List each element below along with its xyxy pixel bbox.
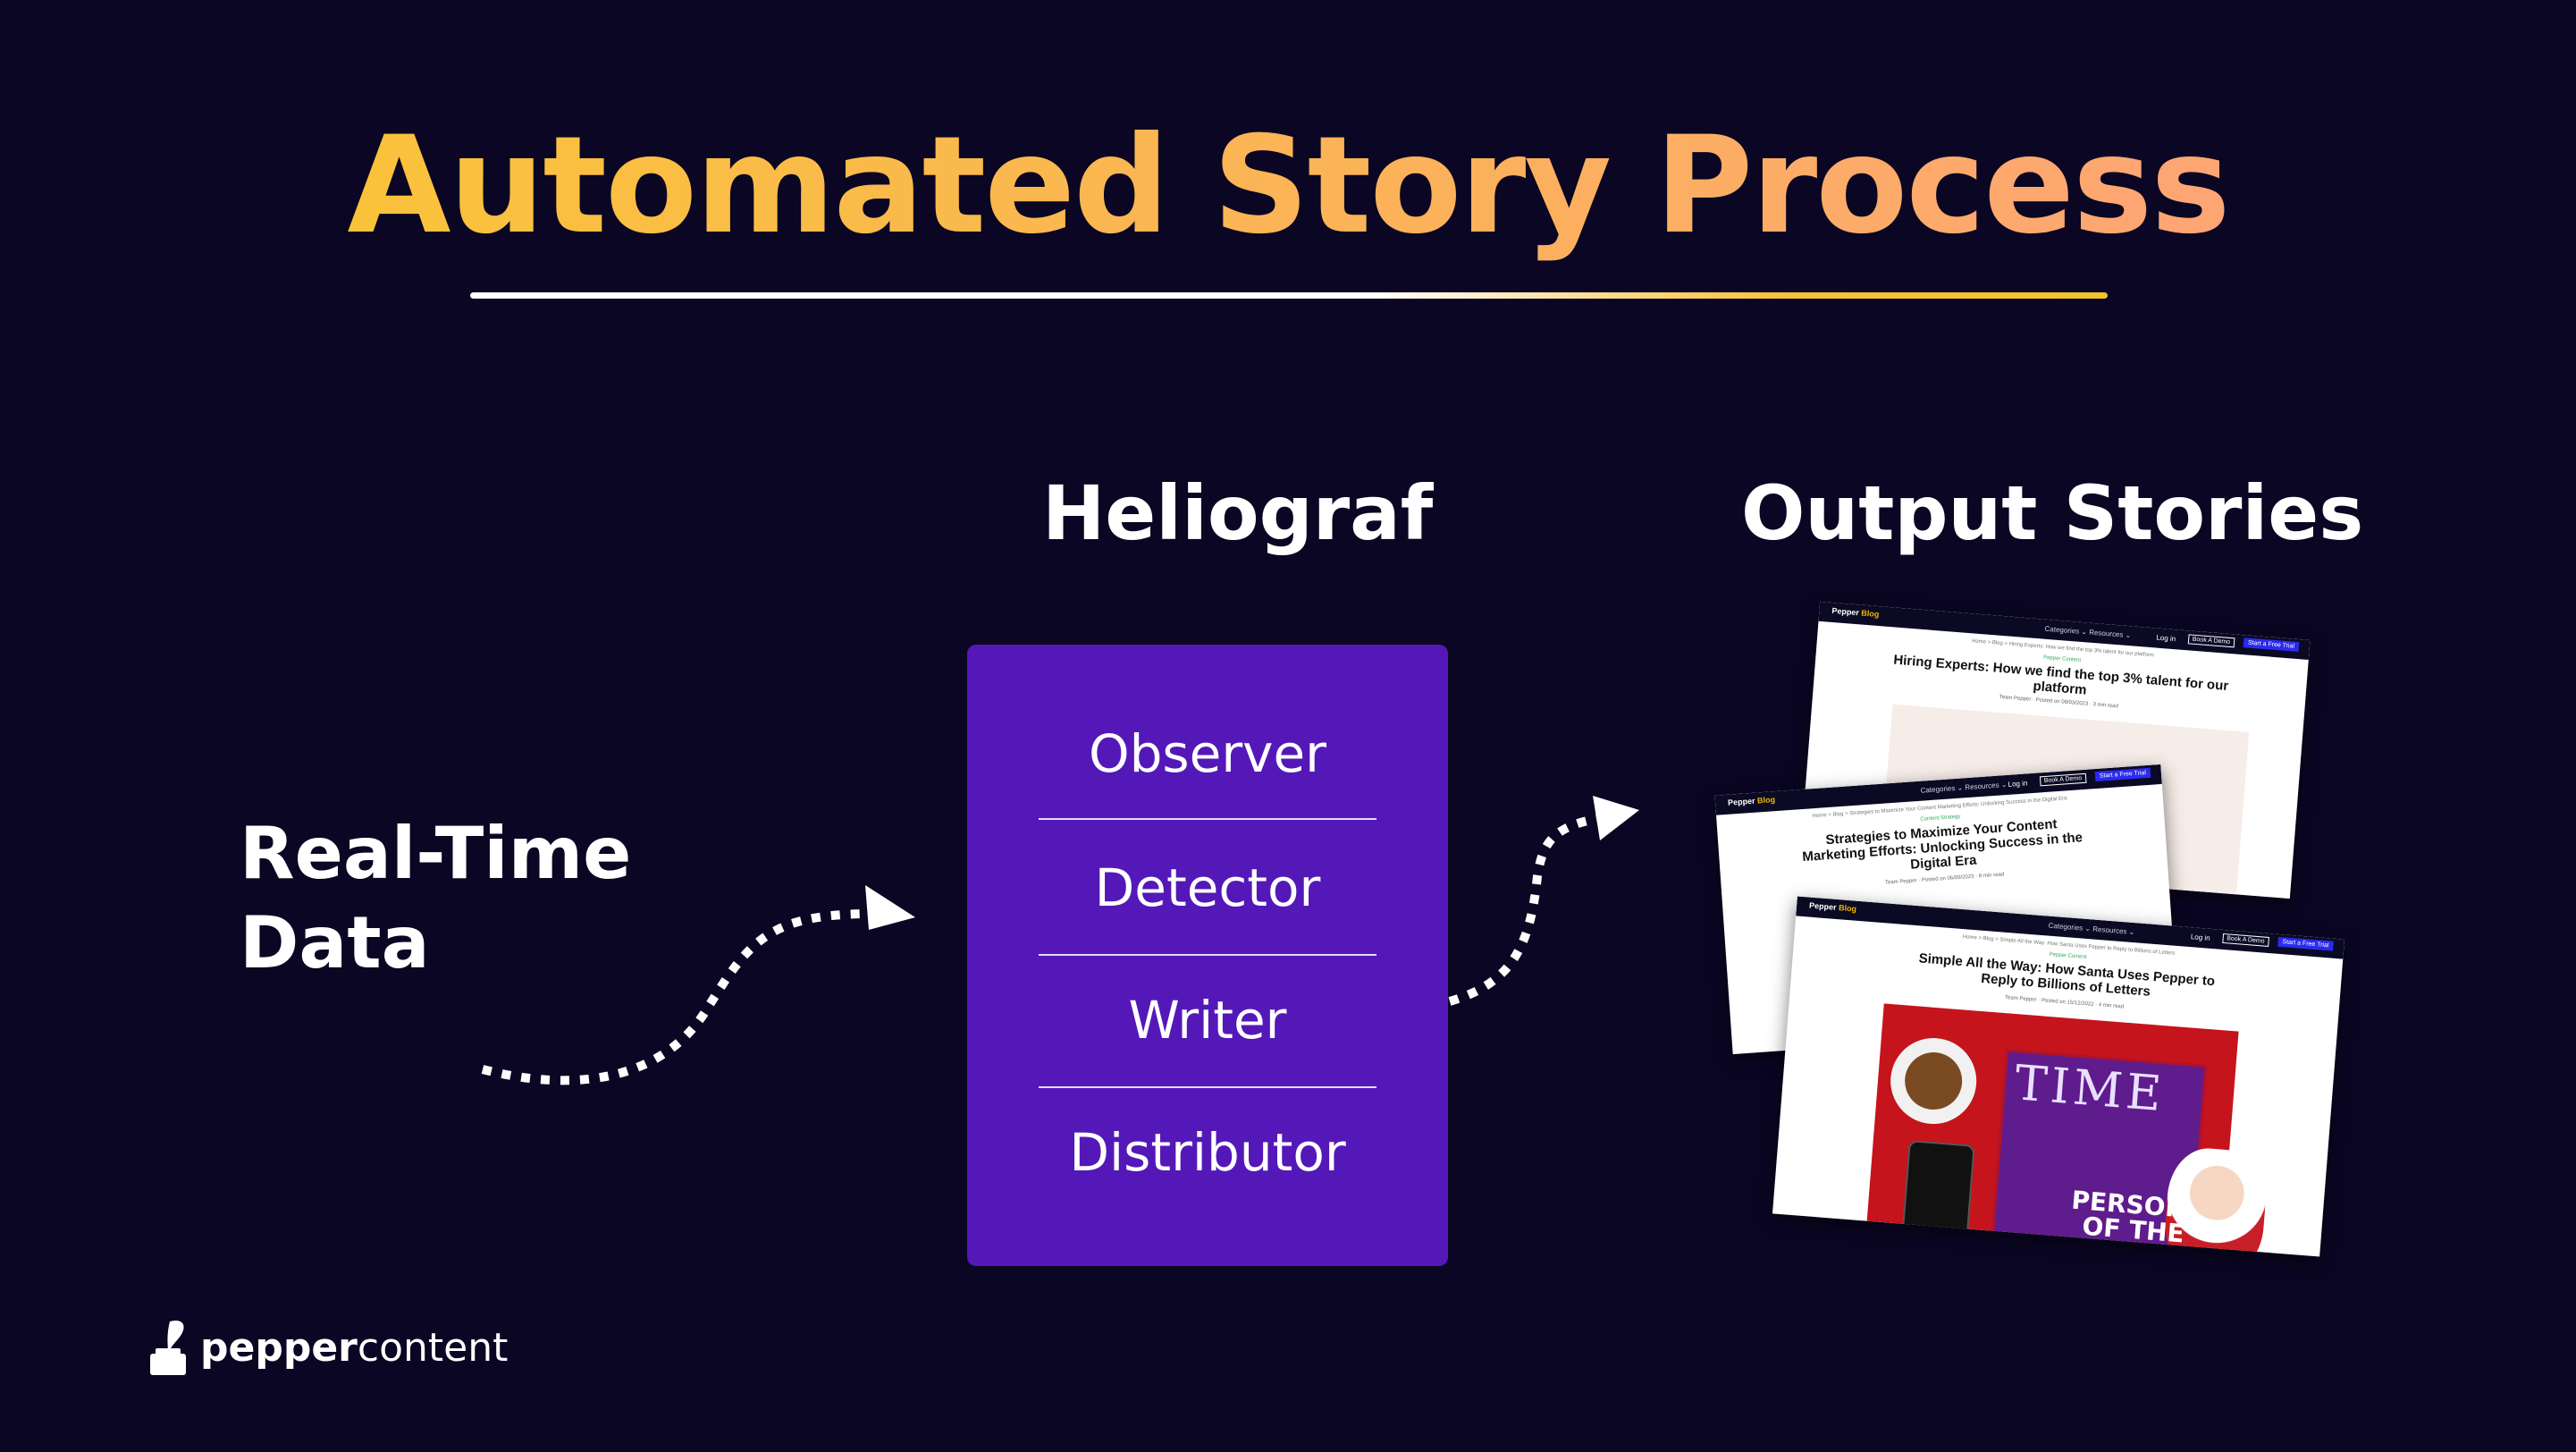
arrowhead-icon (865, 885, 915, 930)
heliograf-pipeline-box: Observer Detector Writer Distributor (967, 645, 1448, 1266)
dotted-arrow-icon (481, 908, 886, 1085)
book-demo-button: Book A Demo (2039, 772, 2087, 787)
stage-writer: Writer (1039, 954, 1376, 1088)
blog-logo-accent: Blog (1861, 608, 1880, 620)
book-demo-button: Book A Demo (2221, 933, 2269, 947)
blog-menu: Categories ⌄ Resources ⌄ (2048, 921, 2135, 937)
arrowhead-icon (1593, 796, 1639, 840)
dotted-arrow-icon (1448, 814, 1601, 1006)
blog-logo-text: Pepper (1831, 605, 1860, 618)
blog-logo: Pepper Blog (1728, 795, 1776, 807)
free-trial-button: Start a Free Trial (2094, 767, 2151, 782)
coffee-icon (1902, 1050, 1965, 1112)
title-underline (470, 292, 2108, 299)
blog-menu: Categories ⌄ Resources ⌄ (1920, 780, 2008, 795)
post-hero-image: TIME PERSON OF THE YEAR (1866, 1003, 2269, 1257)
free-trial-button: Start a Free Trial (2277, 936, 2334, 951)
real-time-data-line1: Real-Time (240, 812, 632, 895)
stage-observer: Observer (1039, 645, 1376, 820)
brand-wordmark: peppercontent (200, 1325, 508, 1371)
blog-logo-accent: Blog (1838, 903, 1857, 914)
blog-logo-text: Pepper (1808, 900, 1837, 912)
blog-logo: Pepper Blog (1809, 901, 1857, 914)
story-screenshot-3: Pepper Blog Categories ⌄ Resources ⌄ Log… (1772, 896, 2345, 1257)
blog-logo-accent: Blog (1756, 795, 1776, 806)
coffee-cup-icon (1887, 1034, 1980, 1127)
free-trial-button: Start a Free Trial (2243, 637, 2300, 653)
magazine-masthead: TIME (2012, 1054, 2168, 1123)
blog-logo: Pepper Blog (1831, 606, 1880, 619)
blog-logo-text: Pepper (1727, 796, 1755, 807)
heliograf-heading: Heliograf (1042, 469, 1434, 557)
book-demo-button: Book A Demo (2187, 634, 2235, 648)
time-magazine-cover: TIME PERSON OF THE YEAR (1987, 1049, 2269, 1257)
login-link: Log in (2156, 633, 2176, 644)
page-title: Automated Story Process (0, 106, 2576, 266)
stage-detector: Detector (1039, 822, 1376, 956)
output-stories-heading: Output Stories (1741, 469, 2364, 557)
blog-menu: Categories ⌄ Resources ⌄ (2044, 624, 2132, 640)
login-link: Log in (2008, 779, 2028, 789)
brand-logo: peppercontent (147, 1318, 508, 1377)
brand-name-light: content (357, 1324, 509, 1371)
brand-name-bold: pepper (200, 1324, 358, 1371)
real-time-data-line2: Data (240, 901, 430, 984)
real-time-data-label: Real-Time Data (240, 809, 631, 988)
login-link: Log in (2190, 933, 2211, 942)
ink-quill-icon (150, 1320, 186, 1375)
stage-distributor: Distributor (1069, 1122, 1346, 1183)
